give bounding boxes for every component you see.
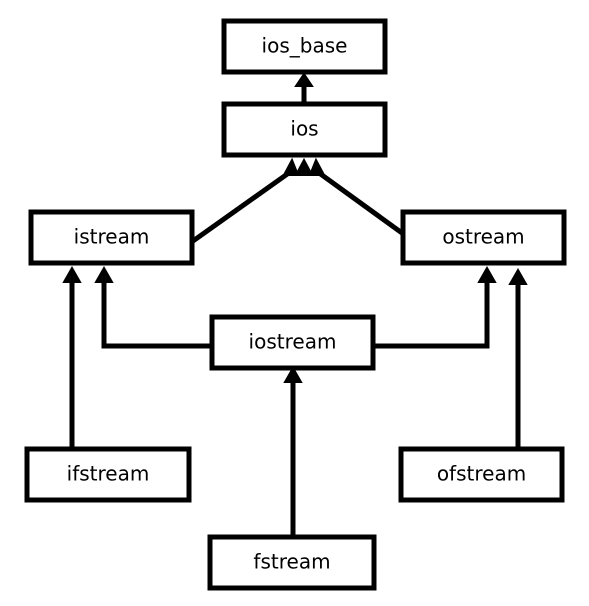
arrowheads	[62, 72, 528, 383]
arrowhead-ios-base	[294, 72, 314, 87]
node-ios-label: ios	[290, 117, 318, 141]
edge-iostream-to-ostream	[374, 282, 490, 349]
node-ios-base: ios_base	[221, 18, 388, 75]
node-ostream-label: ostream	[442, 225, 524, 249]
edge-istream-to-ios	[191, 167, 295, 244]
arrowhead-ostream-right	[508, 267, 528, 285]
node-istream-box	[28, 209, 195, 266]
edge-ostream-to-ios	[313, 167, 404, 236]
arrowhead-istream-right	[94, 265, 114, 283]
node-ofstream-box	[398, 446, 565, 503]
arrowhead-ios-right	[308, 157, 326, 176]
arrowhead-ios-mid	[294, 157, 314, 176]
arrowhead-ostream-left	[477, 265, 497, 283]
node-ios: ios	[221, 101, 388, 158]
node-ios-base-box	[221, 18, 388, 75]
node-ofstream: ofstream	[398, 446, 565, 503]
edge-iostream-to-istream	[101, 282, 212, 349]
node-ios-box	[221, 101, 388, 158]
node-ifstream-label: ifstream	[67, 462, 150, 486]
node-iostream: iostream	[209, 314, 376, 371]
arrowhead-istream-left	[62, 265, 82, 283]
node-istream: istream	[28, 209, 195, 266]
node-fstream-box	[207, 534, 377, 591]
node-ios-base-label: ios_base	[262, 34, 348, 58]
node-ostream-box	[400, 209, 567, 266]
connectors	[69, 86, 521, 537]
node-ifstream-box	[24, 446, 192, 503]
node-iostream-label: iostream	[249, 330, 337, 354]
node-ofstream-label: ofstream	[437, 462, 526, 486]
arrowhead-iostream	[283, 365, 303, 383]
arrowhead-ios-left	[282, 157, 300, 176]
node-ostream: ostream	[400, 209, 567, 266]
node-fstream-label: fstream	[253, 550, 330, 574]
node-istream-label: istream	[74, 225, 150, 249]
node-iostream-box	[209, 314, 376, 371]
node-ifstream: ifstream	[24, 446, 192, 503]
node-fstream: fstream	[207, 534, 377, 591]
